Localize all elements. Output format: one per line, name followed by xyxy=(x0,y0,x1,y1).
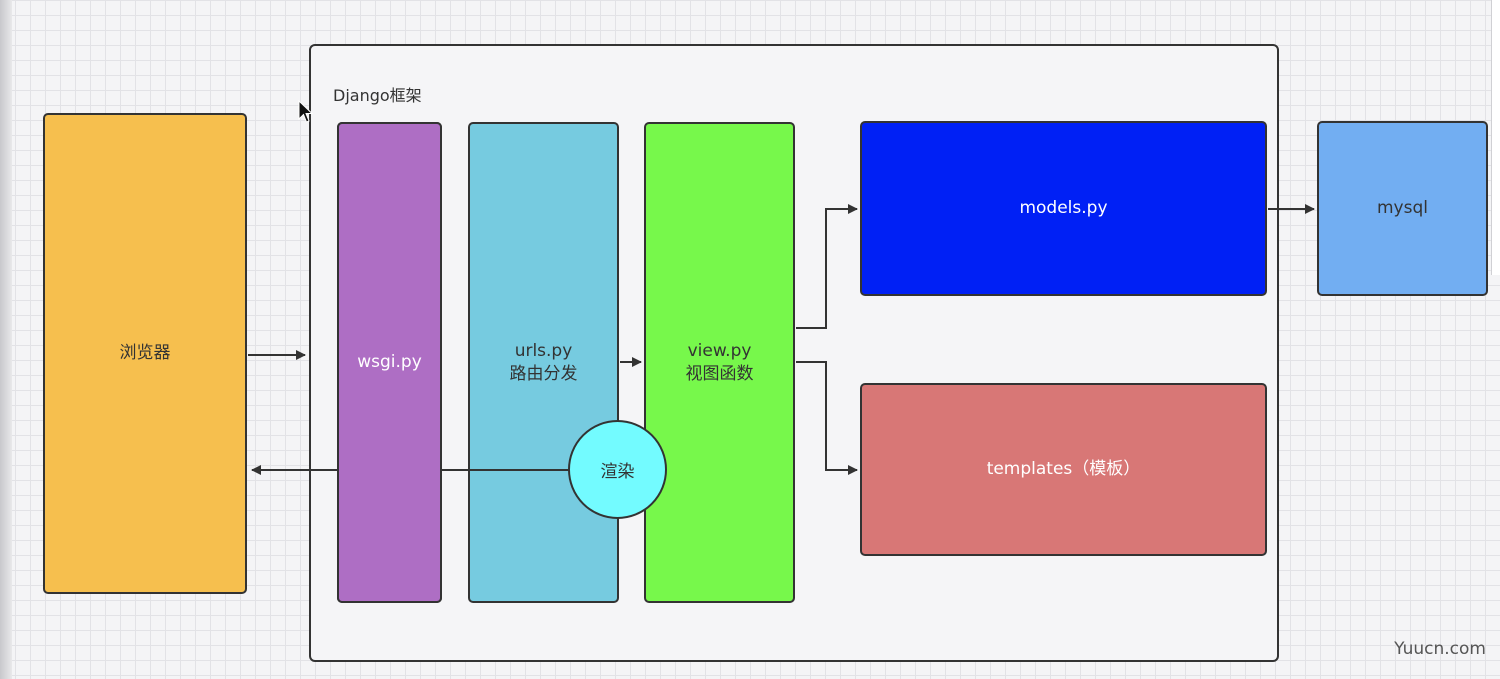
mouse-pointer-icon xyxy=(298,100,314,123)
node-urls[interactable]: urls.py 路由分发 xyxy=(468,122,619,603)
edge-view-templates xyxy=(796,361,858,475)
frame-title: Django框架 xyxy=(333,86,422,105)
edge-view-models xyxy=(796,204,858,329)
left-edge-strip xyxy=(0,0,12,679)
node-render-label: 渲染 xyxy=(600,462,635,482)
node-browser-label: 浏览器 xyxy=(119,343,171,363)
node-urls-label: urls.py 路由分发 xyxy=(509,340,578,384)
node-mysql[interactable]: mysql xyxy=(1317,121,1488,296)
node-templates[interactable]: templates（模板） xyxy=(860,383,1267,556)
node-templates-label: templates（模板） xyxy=(986,459,1141,479)
node-wsgi-overlay-label: wsgi.py xyxy=(357,352,422,372)
node-view[interactable]: view.py 视图函数 xyxy=(644,122,795,603)
node-mysql-label: mysql xyxy=(1377,198,1428,218)
watermark: Yuucn.com xyxy=(1394,639,1486,659)
node-wsgi-overlay: wsgi.py xyxy=(337,122,442,603)
right-edge-strip xyxy=(1491,0,1500,275)
node-view-label: view.py 视图函数 xyxy=(685,340,754,384)
node-models[interactable]: models.py xyxy=(860,121,1267,296)
node-render[interactable]: 渲染 xyxy=(568,420,667,519)
node-browser[interactable]: 浏览器 xyxy=(43,113,247,594)
node-models-label: models.py xyxy=(1019,198,1108,218)
